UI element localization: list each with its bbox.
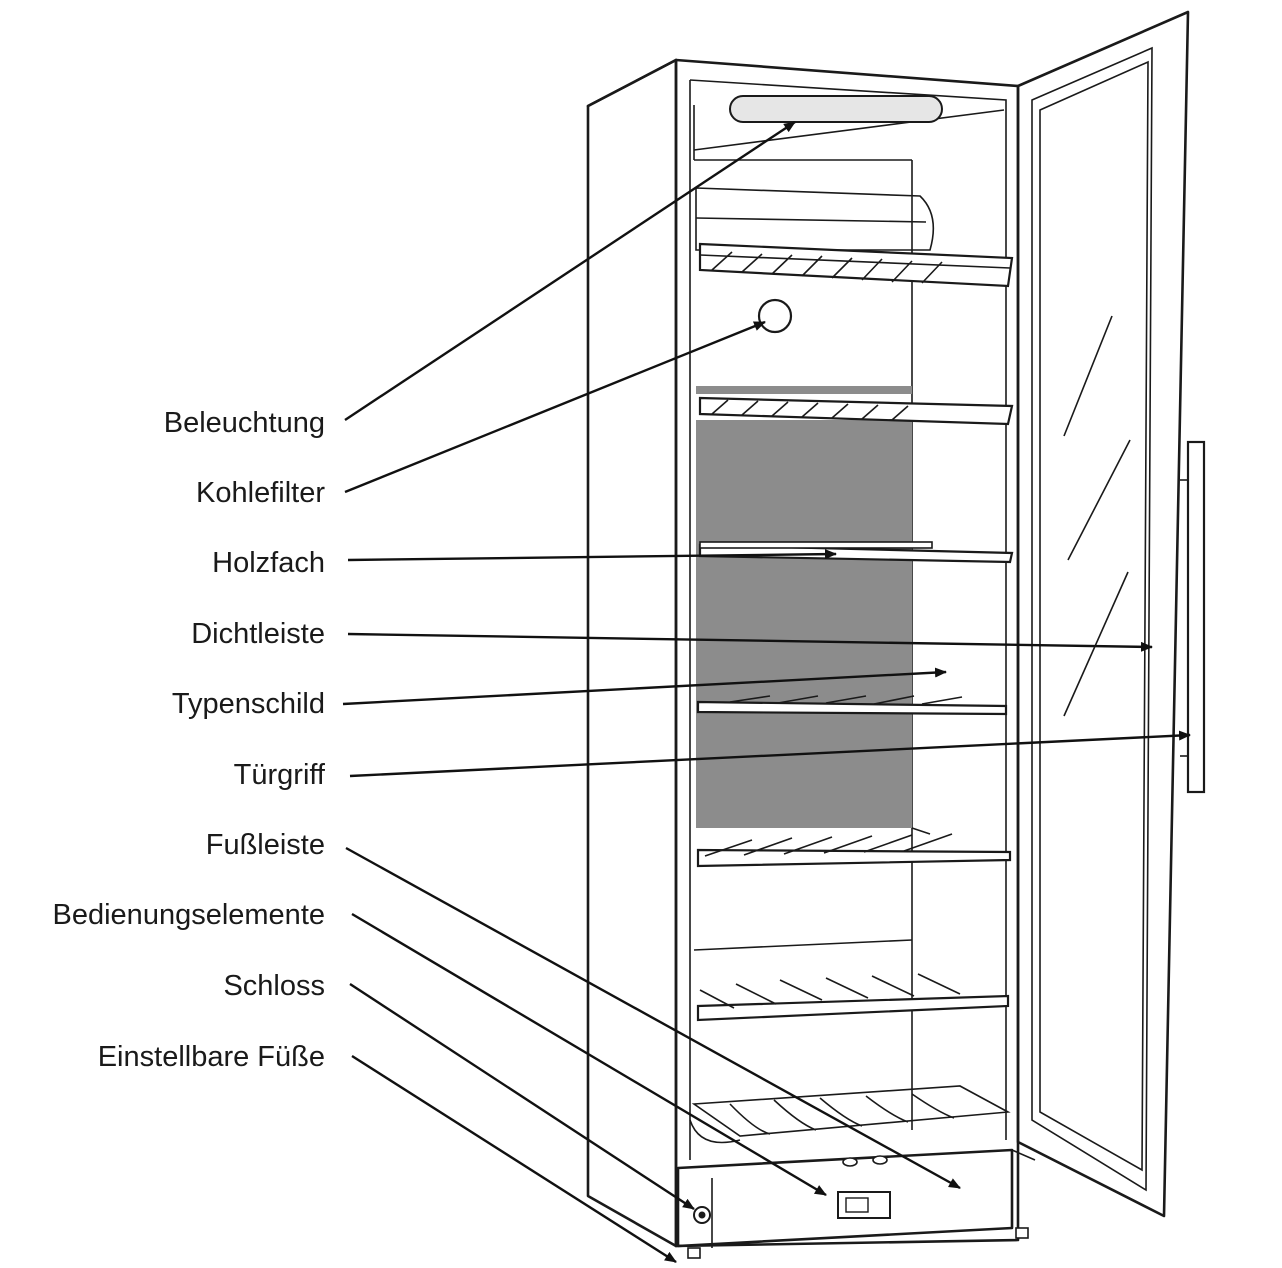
door-handle	[1186, 440, 1206, 794]
shelves	[689, 242, 1014, 1144]
back-wall-panel	[696, 420, 912, 828]
label-typenschild: Typenschild	[172, 688, 325, 720]
labels: Beleuchtung Kohlefilter Holzfach Dichtle…	[53, 407, 326, 1073]
label-kohlefilter: Kohlefilter	[196, 477, 325, 509]
label-schloss: Schloss	[223, 970, 325, 1002]
fan-housing	[695, 187, 935, 251]
label-dichtleiste: Dichtleiste	[191, 618, 325, 650]
label-beleuchtung: Beleuchtung	[164, 407, 325, 439]
door	[1016, 10, 1206, 1218]
light-bar	[729, 95, 943, 123]
carbon-filter	[757, 298, 793, 334]
leader-lines	[342, 120, 1191, 1264]
label-holzfach: Holzfach	[212, 547, 325, 579]
label-einstellbare-fuesse: Einstellbare Füße	[98, 1041, 325, 1073]
cabinet	[586, 58, 1020, 1248]
plinth	[676, 1148, 1036, 1259]
label-tuergriff: Türgriff	[234, 759, 326, 791]
label-fussleiste: Fußleiste	[206, 829, 325, 861]
label-bedienungselemente: Bedienungselemente	[53, 899, 325, 931]
